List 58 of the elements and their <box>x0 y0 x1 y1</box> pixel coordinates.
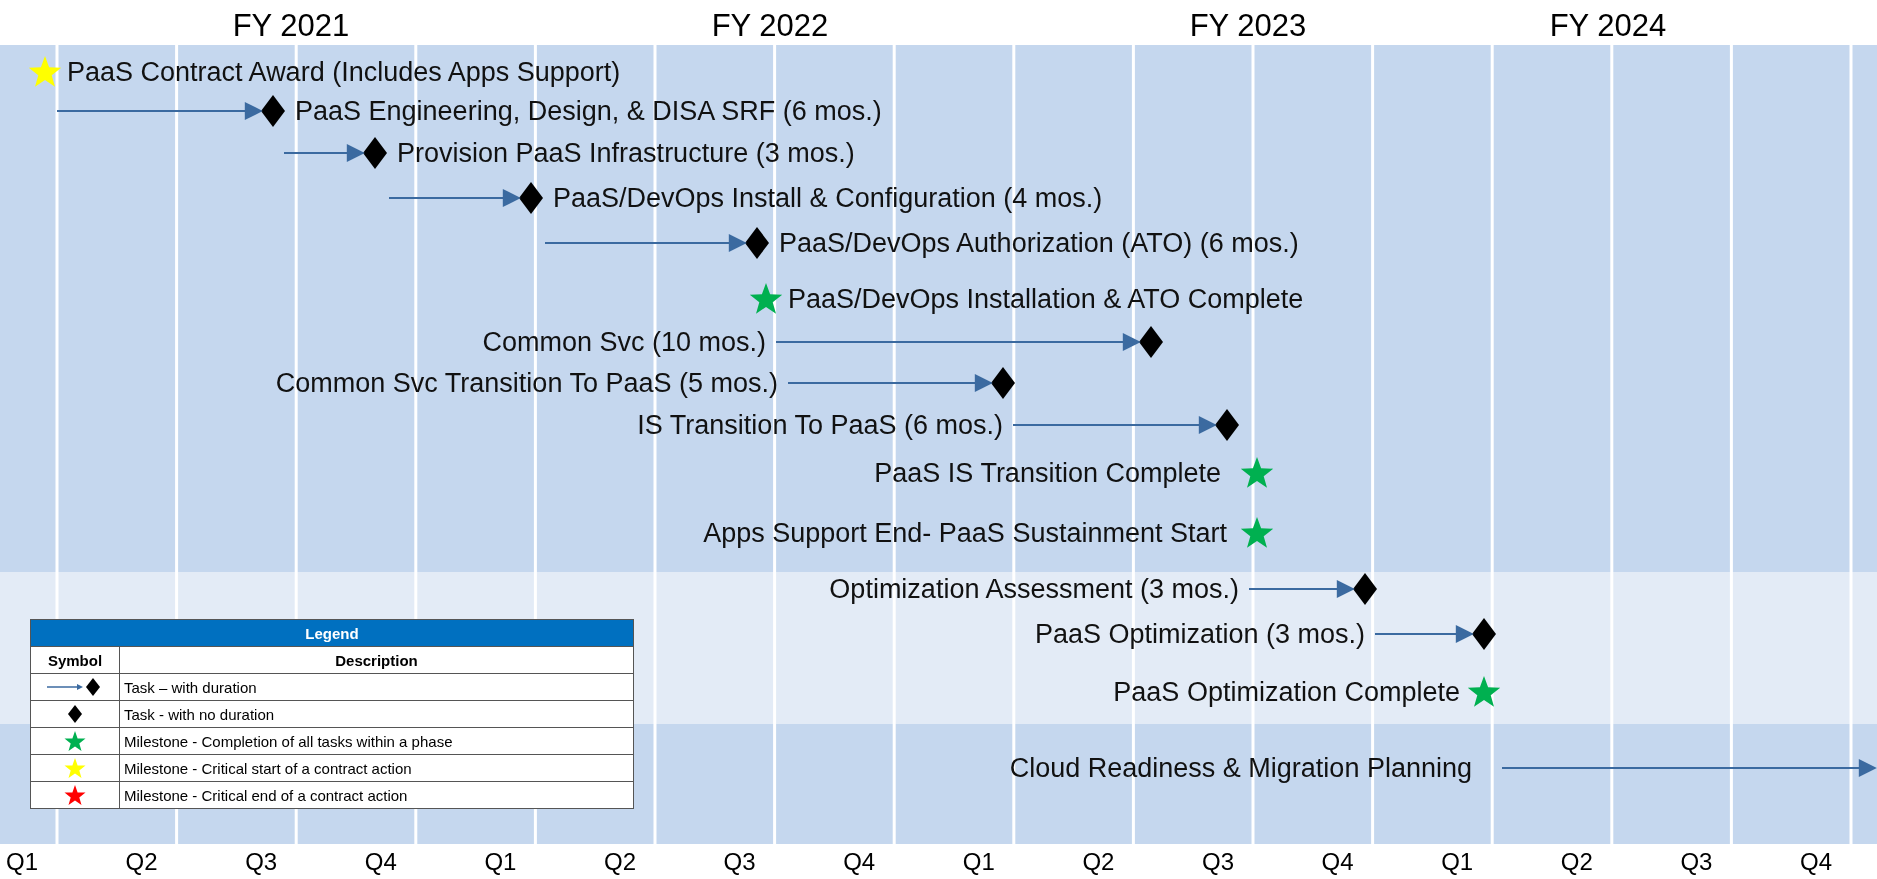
quarter-label: Q4 <box>364 848 397 876</box>
task-label: Common Svc Transition To PaaS (5 mos.) <box>275 367 778 399</box>
arrow <box>388 189 521 207</box>
task-label: PaaS Optimization (3 mos.) <box>1034 618 1365 650</box>
fiscal-year-label: FY 2022 <box>711 8 829 44</box>
milestone-star <box>1240 456 1274 490</box>
milestone-star <box>749 282 783 316</box>
quarter-label: Q2 <box>604 848 636 876</box>
quarter-label: Q1 <box>6 848 38 876</box>
quarter-label: Q3 <box>723 848 756 876</box>
quarter-label: Q4 <box>1321 848 1354 876</box>
task-label: PaaS/DevOps Install & Configuration (4 mos.) <box>553 182 1103 214</box>
arrow <box>1012 416 1217 434</box>
milestone-star <box>1240 516 1274 550</box>
legend-text: Milestone - Completion of all tasks within a phase <box>119 727 634 755</box>
quarter-label: Q3 <box>245 848 278 876</box>
legend-text: Milestone - Critical start of a contract action <box>119 754 634 782</box>
arrow <box>56 102 263 120</box>
quarter-label: Q1 <box>484 848 517 876</box>
arrow <box>1374 625 1474 643</box>
arrow <box>787 374 993 392</box>
task-label: PaaS/DevOps Authorization (ATO) (6 mos.) <box>779 227 1299 259</box>
task-label: PaaS IS Transition Complete <box>874 457 1221 489</box>
legend-text: Milestone - Critical end of a contract action <box>119 781 634 809</box>
quarter-label: Q3 <box>1202 848 1234 876</box>
column-header: Symbol <box>30 646 120 674</box>
quarter-label: Q4 <box>843 848 876 876</box>
quarter-label: Q2 <box>1560 848 1593 876</box>
milestone-star <box>1467 675 1501 709</box>
legend-text: Task – with duration <box>119 673 634 701</box>
task-label: Apps Support End- PaaS Sustainment Start <box>703 517 1227 549</box>
quarter-label: Q2 <box>125 848 158 876</box>
arrow <box>544 234 747 252</box>
quarter-label: Q1 <box>1441 848 1474 876</box>
column-header: Description <box>119 646 634 674</box>
arrow <box>1501 759 1877 777</box>
task-label: Optimization Assessment (3 mos.) <box>829 573 1239 605</box>
task-label: PaaS Optimization Complete <box>1113 676 1460 708</box>
legend-title: Legend <box>30 619 634 647</box>
quarter-label: Q2 <box>1082 848 1115 876</box>
task-label: PaaS Contract Award (Includes Apps Support) <box>67 56 621 88</box>
quarter-label: Q3 <box>1680 848 1713 876</box>
quarter-label: Q4 <box>1800 848 1832 876</box>
milestone-star <box>28 55 62 89</box>
arrow <box>1248 580 1355 598</box>
task-label: PaaS/DevOps Installation & ATO Complete <box>788 283 1304 315</box>
fiscal-year-label: FY 2024 <box>1549 8 1667 44</box>
arrow <box>283 144 365 162</box>
quarter-label: Q1 <box>962 848 995 876</box>
task-label: Cloud Readiness & Migration Planning <box>1009 752 1472 784</box>
task-label: IS Transition To PaaS (6 mos.) <box>637 409 1003 441</box>
task-label: PaaS Engineering, Design, & DISA SRF (6 mos.) <box>295 95 882 127</box>
task-label: Provision PaaS Infrastructure (3 mos.) <box>397 137 855 169</box>
fiscal-year-label: FY 2021 <box>232 8 350 44</box>
task-label: Common Svc (10 mos.) <box>482 326 766 358</box>
fiscal-year-label: FY 2023 <box>1189 8 1307 44</box>
legend-text: Task - with no duration <box>119 700 634 728</box>
arrow <box>775 333 1141 351</box>
